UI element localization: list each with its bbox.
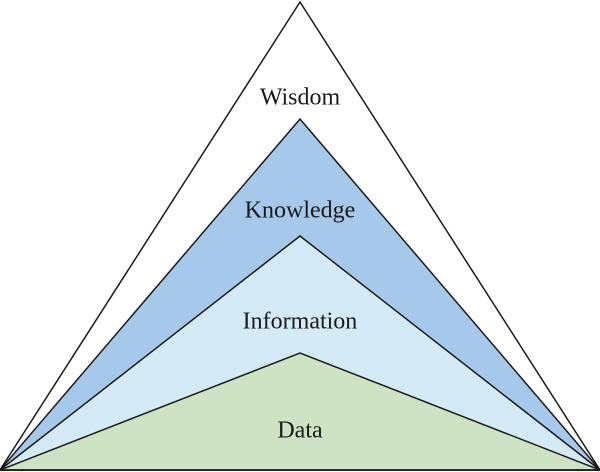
data-label: Data (277, 418, 323, 444)
wisdom-label: Wisdom (260, 85, 341, 111)
knowledge-label: Knowledge (245, 198, 356, 224)
information-label: Information (243, 309, 358, 335)
